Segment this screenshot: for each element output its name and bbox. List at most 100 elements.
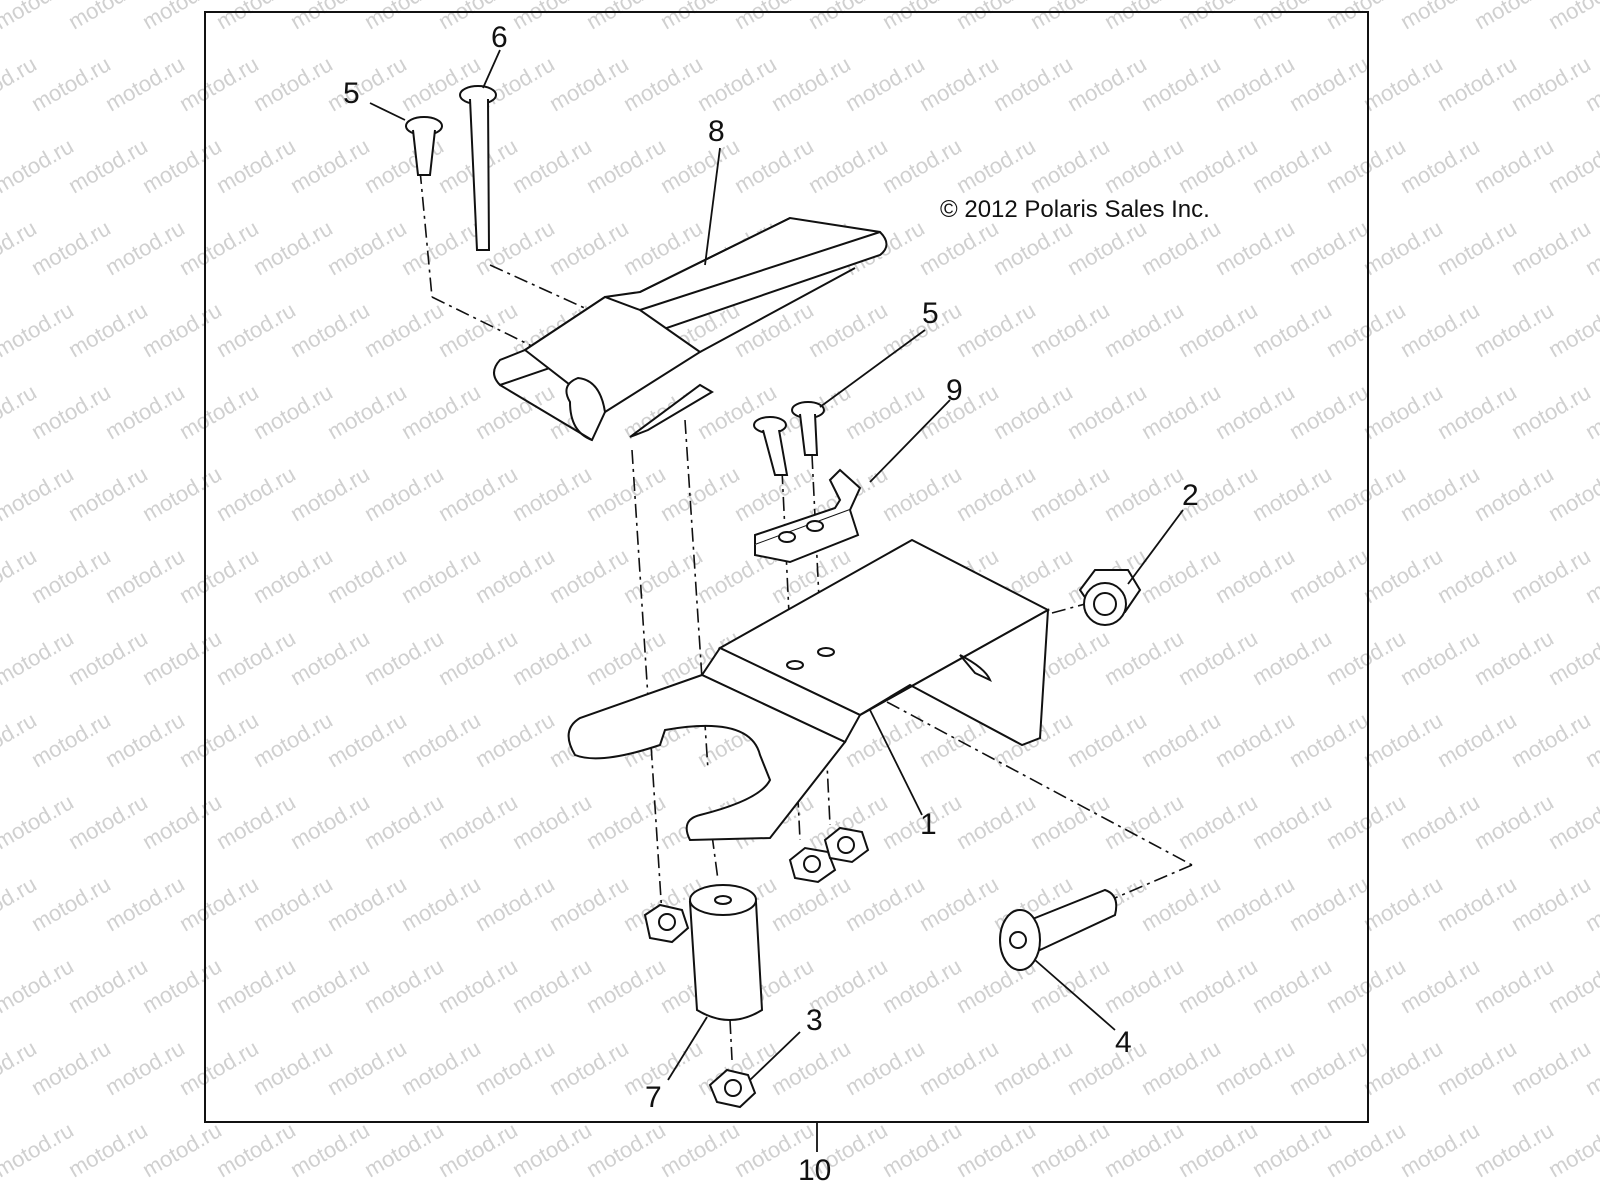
- screw-short-part: [405, 116, 443, 176]
- watermark-text: motod.ru: [286, 625, 374, 690]
- watermark-text: motod.ru: [915, 871, 1003, 936]
- callout-10: 10: [798, 1154, 831, 1187]
- watermark-text: motod.ru: [0, 461, 78, 526]
- nut-bottom-part: [708, 1068, 757, 1109]
- watermark-text: motod.ru: [989, 51, 1077, 116]
- watermark-text: motod.ru: [989, 1035, 1077, 1100]
- watermark-text: motod.ru: [1100, 953, 1188, 1018]
- watermark-text: motod.ru: [64, 133, 152, 198]
- watermark-text: motod.ru: [323, 379, 411, 444]
- watermark-text: motod.ru: [1285, 1035, 1373, 1100]
- watermark-text: motod.ru: [138, 133, 226, 198]
- watermark-text: motod.ru: [1507, 215, 1595, 280]
- callout-5-right: 5: [922, 297, 939, 330]
- watermark-text: motod.ru: [1433, 51, 1521, 116]
- watermark-text: motod.ru: [804, 133, 892, 198]
- watermark-text: motod.ru: [730, 0, 818, 34]
- watermark-text: motod.ru: [434, 297, 522, 362]
- watermark-text: motod.ru: [508, 0, 596, 34]
- watermark-text: motod.ru: [1396, 625, 1484, 690]
- watermark-text: motod.ru: [1322, 625, 1410, 690]
- watermark-text: motod.ru: [1470, 461, 1558, 526]
- watermark-text: motod.ru: [619, 543, 707, 608]
- callout-1: 1: [920, 808, 937, 841]
- watermark-text: motod.ru: [175, 1035, 263, 1100]
- watermark-text: motod.ru: [27, 707, 115, 772]
- watermark-text: motod.ru: [1248, 133, 1336, 198]
- watermark-text: motod.ru: [1026, 461, 1114, 526]
- watermark-text: motod.ru: [64, 297, 152, 362]
- watermark-text: motod.ru: [989, 379, 1077, 444]
- watermark-text: motod.ru: [249, 1035, 337, 1100]
- watermark-text: motod.ru: [582, 1117, 670, 1182]
- watermark-text: motod.ru: [397, 1035, 485, 1100]
- watermark-text: motod.ru: [952, 0, 1040, 34]
- watermark-text: motod.ru: [101, 707, 189, 772]
- watermark-text: motod.ru: [1322, 461, 1410, 526]
- watermark-text: motod.ru: [508, 625, 596, 690]
- watermark-text: motod.ru: [878, 953, 966, 1018]
- watermark-text: motod.ru: [1322, 0, 1410, 34]
- watermark-text: motod.ru: [841, 51, 929, 116]
- callout-2: 2: [1182, 479, 1199, 512]
- watermark-text: motod.ru: [138, 625, 226, 690]
- watermark-text: motod.ru: [1100, 133, 1188, 198]
- watermark-text: motod.ru: [471, 707, 559, 772]
- watermark-text: motod.ru: [878, 461, 966, 526]
- watermark-text: motod.ru: [212, 461, 300, 526]
- watermark-text: motod.ru: [1063, 51, 1151, 116]
- watermark-text: motod.ru: [1396, 133, 1484, 198]
- watermark-text: motod.ru: [1507, 379, 1595, 444]
- watermark-text: motod.ru: [656, 1117, 744, 1182]
- watermark-text: motod.ru: [508, 789, 596, 854]
- watermark-text: motod.ru: [138, 789, 226, 854]
- watermark-text: motod.ru: [27, 379, 115, 444]
- watermark-text: motod.ru: [175, 707, 263, 772]
- watermark-text: motod.ru: [952, 133, 1040, 198]
- watermark-text: motod.ru: [952, 461, 1040, 526]
- watermark-text: motod.ru: [1322, 789, 1410, 854]
- watermark-text: motod.ru: [1470, 625, 1558, 690]
- watermark-text: motod.ru: [915, 215, 1003, 280]
- watermark-text: motod.ru: [1433, 379, 1521, 444]
- watermark-text: motod.ru: [545, 871, 633, 936]
- watermark-text: motod.ru: [841, 1035, 929, 1100]
- watermark-text: motod.ru: [952, 297, 1040, 362]
- watermark-text: motod.ru: [249, 51, 337, 116]
- watermark-text: motod.ru: [101, 379, 189, 444]
- watermark-text: motod.ru: [582, 133, 670, 198]
- watermark-text: motod.ru: [1026, 789, 1114, 854]
- watermark-text: motod.ru: [508, 461, 596, 526]
- watermark-text: motod.ru: [138, 1117, 226, 1182]
- watermark-text: motod.ru: [471, 543, 559, 608]
- watermark-text: motod.ru: [1359, 1035, 1447, 1100]
- watermark-text: motod.ru: [434, 461, 522, 526]
- watermark-text: motod.ru: [434, 953, 522, 1018]
- watermark-text: motod.ru: [286, 0, 374, 34]
- callout-5-left: 5: [343, 77, 360, 110]
- watermark-text: motod.ru: [1396, 297, 1484, 362]
- watermark-text: motod.ru: [0, 297, 78, 362]
- watermark-text: motod.ru: [360, 789, 448, 854]
- watermark-text: motod.ru: [508, 953, 596, 1018]
- watermark-text: motod.ru: [323, 543, 411, 608]
- watermark-text: motod.ru: [434, 1117, 522, 1182]
- watermark-text: motod.ru: [1063, 215, 1151, 280]
- watermark-text: motod.ru: [1100, 625, 1188, 690]
- watermark-text: motod.ru: [841, 871, 929, 936]
- watermark-text: motod.ru: [915, 1035, 1003, 1100]
- watermark-text: motod.ru: [582, 625, 670, 690]
- watermark-text: motod.ru: [1137, 707, 1225, 772]
- watermark-text: motod.ru: [1396, 789, 1484, 854]
- callout-7: 7: [645, 1081, 662, 1114]
- watermark-text: motod.ru: [64, 789, 152, 854]
- watermark-text: motod.ru: [1248, 297, 1336, 362]
- watermark-text: motod.ru: [138, 297, 226, 362]
- watermark-text: motod.ru: [1137, 51, 1225, 116]
- watermark-text: motod.ru: [249, 707, 337, 772]
- watermark-text: motod.ru: [1063, 1035, 1151, 1100]
- watermark-text: motod.ru: [64, 1117, 152, 1182]
- watermark-text: motod.ru: [249, 543, 337, 608]
- watermark-text: motod.ru: [175, 871, 263, 936]
